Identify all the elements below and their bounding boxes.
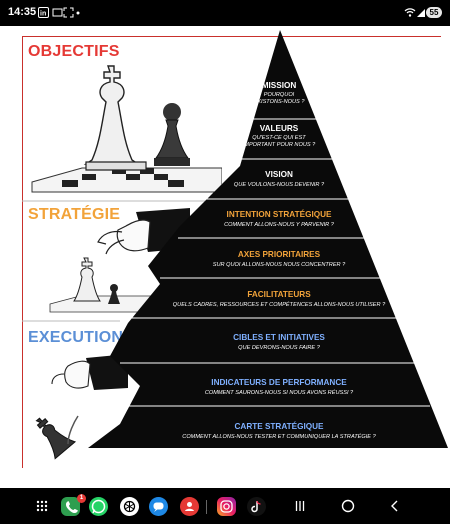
- scan-icon: [63, 7, 74, 18]
- tier-facilitateurs-subtitle: QUELS CADRES, RESSOURCES ET COMPÉTENCES …: [172, 302, 386, 308]
- tier-axes-subtitle: SUR QUOI ALLONS-NOUS NOUS CONCENTRER ?: [212, 262, 346, 268]
- tier-vision-subtitle: QUE VOULONS-NOUS DEVENIR ?: [233, 182, 325, 188]
- infographic: OBJECTIFS STRATÉGIE EXECUTION: [0, 26, 450, 488]
- section-dividers: [22, 200, 240, 322]
- back-icon[interactable]: [390, 500, 400, 512]
- phone-notification-badge: 1: [77, 494, 86, 503]
- contacts-icon[interactable]: [180, 497, 199, 516]
- svg-text:in: in: [40, 11, 46, 18]
- whatsapp-icon[interactable]: [89, 497, 108, 516]
- frame-border: [22, 36, 441, 468]
- strategy-pyramid: [88, 30, 448, 448]
- tier-carte-title: CARTE STRATÉGIQUE: [234, 422, 324, 431]
- screenshot-icon: [52, 8, 63, 17]
- tier-valeurs-title: VALEURS: [259, 124, 299, 133]
- recent-apps-icon[interactable]: [294, 500, 306, 512]
- tier-mission-title: MISSION: [261, 81, 297, 90]
- apps-grid-icon[interactable]: [36, 500, 48, 512]
- tier-intention-subtitle: COMMENT ALLONS-NOUS Y PARVENIR ?: [224, 222, 334, 228]
- tier-facilitateurs-title: FACILITATEURS: [247, 290, 311, 299]
- chatgpt-icon[interactable]: [120, 497, 139, 516]
- tier-carte-subtitle: COMMENT ALLONS-NOUS TESTER ET COMMUNIQUE…: [182, 434, 376, 440]
- linkedin-icon: in: [38, 7, 49, 18]
- status-bar: 14:35 in 55: [0, 0, 450, 26]
- section-strategie-label: STRATÉGIE: [28, 206, 121, 223]
- nav-separator: [206, 500, 207, 514]
- messages-icon[interactable]: [149, 497, 168, 516]
- tier-valeurs-subtitle: QU'EST-CE QUI EST IMPORTANT POUR NOUS ?: [242, 135, 316, 148]
- phone-app-icon[interactable]: [61, 497, 80, 516]
- tier-mission-subtitle: POURQUOI EXISTONS-NOUS ?: [253, 92, 305, 105]
- section-objectifs-label: OBJECTIFS: [28, 43, 120, 60]
- instagram-icon[interactable]: [217, 497, 236, 516]
- tier-vision-title: VISION: [265, 170, 293, 179]
- tier-indicateurs-subtitle: COMMENT SAURONS-NOUS SI NOUS AVONS RÉUSS…: [204, 390, 354, 396]
- status-time: 14:35: [8, 6, 37, 18]
- dot-icon: [76, 11, 80, 15]
- tier-cibles-subtitle: QUE DEVRONS-NOUS FAIRE ?: [238, 345, 320, 351]
- battery-indicator: 55: [426, 7, 442, 18]
- section-execution-label: EXECUTION: [28, 329, 124, 346]
- tier-axes-title: AXES PRIORITAIRES: [237, 250, 321, 259]
- tier-intention-title: INTENTION STRATÉGIQUE: [226, 210, 332, 219]
- tiktok-icon[interactable]: [247, 497, 266, 516]
- chess-king-pawn-illustration: [31, 65, 222, 193]
- wifi-icon: [404, 8, 416, 17]
- home-icon[interactable]: [341, 499, 355, 513]
- tier-cibles-title: CIBLES ET INITIATIVES: [233, 333, 325, 342]
- signal-icon: [417, 9, 425, 17]
- tier-indicateurs-title: INDICATEURS DE PERFORMANCE: [211, 378, 347, 387]
